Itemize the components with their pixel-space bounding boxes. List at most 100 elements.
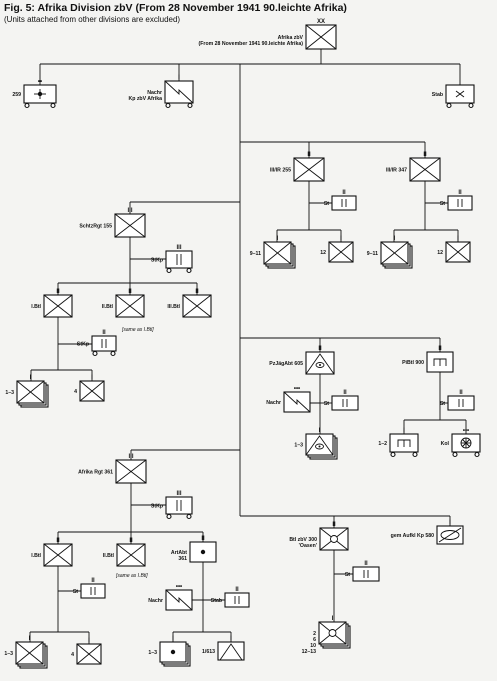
echelon-marker: II [129, 538, 133, 544]
echelon-marker: •• [38, 79, 42, 85]
unit-label-secondary: 'Oasen' [299, 543, 317, 549]
figure-title: Fig. 5: Afrika Division zbV (From 28 Nov… [4, 2, 347, 14]
echelon-marker: II [458, 190, 462, 196]
unit-c13b: I 1–3 [4, 636, 48, 669]
unit-stkp155: III StKp [151, 245, 193, 274]
echelon-marker: II [102, 330, 106, 336]
echelon-marker: I [172, 636, 174, 642]
unit-label-secondary: 361 [178, 556, 187, 562]
note-same-as-ibtl-361: [same as I.Btl] [115, 573, 148, 579]
unit-label: 1–3 [4, 651, 13, 657]
echelon-marker: I [449, 520, 451, 526]
unit-label: Afrika zbV [278, 35, 304, 41]
unit-label: St [324, 201, 329, 207]
unit-label: PzJägAbt 605 [269, 361, 303, 367]
unit-frame [217, 641, 245, 661]
unit-frame [331, 395, 359, 411]
echelon-marker: II [459, 390, 463, 396]
echelon-marker: II [332, 522, 336, 528]
echelon-marker: I [29, 636, 31, 642]
unit-label: gem Aufkl Kp 580 [391, 533, 434, 539]
unit-label-secondary: (From 28 November 1941 90.leichte Afrika… [199, 41, 304, 47]
unit-label-secondary: 6 [313, 637, 316, 643]
unit-c13a: I 1–3 [5, 375, 49, 408]
echelon-marker: XX [317, 19, 325, 25]
echelon-marker: I [403, 428, 405, 434]
unit-label: 12 [320, 250, 326, 256]
unit-frame [305, 351, 335, 375]
unit-label: 4 [74, 389, 77, 395]
unit-stkp_btl: II StKp [77, 330, 117, 357]
unit-label: 2 [313, 631, 316, 637]
echelon-marker: II [423, 152, 427, 158]
echelon-marker: ••• [176, 584, 182, 590]
echelon-marker: I [30, 375, 32, 381]
unit-label: St [324, 401, 329, 407]
unit-c4a: I4 [74, 375, 105, 402]
echelon-marker: II [56, 289, 60, 295]
echelon-marker: II [201, 536, 205, 542]
unit-c4b: I4 [71, 638, 102, 665]
echelon-marker: I [178, 75, 180, 81]
unit-frame [224, 592, 250, 608]
echelon-marker: II [364, 561, 368, 567]
unit-label: 1/613 [202, 649, 215, 655]
echelon-marker: II [438, 346, 442, 352]
unit-label: III/IR 347 [386, 168, 407, 174]
figure-subtitle: (Units attached from other divisions are… [4, 15, 181, 24]
echelon-marker: II [56, 538, 60, 544]
unit-label: ArtAbt [171, 550, 187, 556]
unit-frame [352, 566, 380, 582]
unit-label: St [73, 589, 78, 595]
unit-frame [165, 496, 193, 515]
echelon-marker: II [307, 152, 311, 158]
unit-label: Nachr [147, 90, 162, 96]
echelon-marker: I [91, 375, 93, 381]
unit-label: 4 [71, 652, 74, 658]
unit-c911a: I9–11 [250, 236, 296, 269]
unit-label: StKp [77, 342, 89, 348]
unit-label: Kol [441, 441, 450, 447]
unit-label: 1–3 [5, 390, 14, 396]
echelon-marker: III [127, 208, 132, 214]
unit-frame [447, 195, 473, 211]
unit-label: 1–3 [148, 650, 157, 656]
unit-stab_div: Stab [432, 84, 475, 109]
echelon-marker: III [128, 454, 133, 460]
echelon-marker: ••• [463, 428, 469, 434]
unit-ibtl155: III.Btl [31, 289, 73, 318]
echelon-marker: I [319, 428, 321, 434]
echelon-marker: I [457, 236, 459, 242]
unit-label-secondary: Kp zbV Afrika [128, 96, 162, 102]
unit-st361: II St [73, 578, 106, 599]
unit-frame [331, 195, 357, 211]
unit-symbols: XX Afrika zbV(From 28 November 1941 90.le… [4, 19, 481, 669]
unit-label: Stab [211, 598, 222, 604]
unit-label: 259 [12, 92, 21, 98]
echelon-marker: III [176, 245, 181, 251]
unit-schtz155: III SchtzRgt 155 [79, 208, 146, 238]
unit-label: SchtzRgt 155 [79, 224, 112, 230]
unit-label: III.Btl [167, 304, 180, 310]
unit-frame [80, 583, 106, 599]
unit-label: StKp [151, 258, 163, 264]
unit-b1613: I1/613 [202, 636, 245, 661]
echelon-marker: II [91, 578, 95, 584]
echelon-marker: III [176, 491, 181, 497]
